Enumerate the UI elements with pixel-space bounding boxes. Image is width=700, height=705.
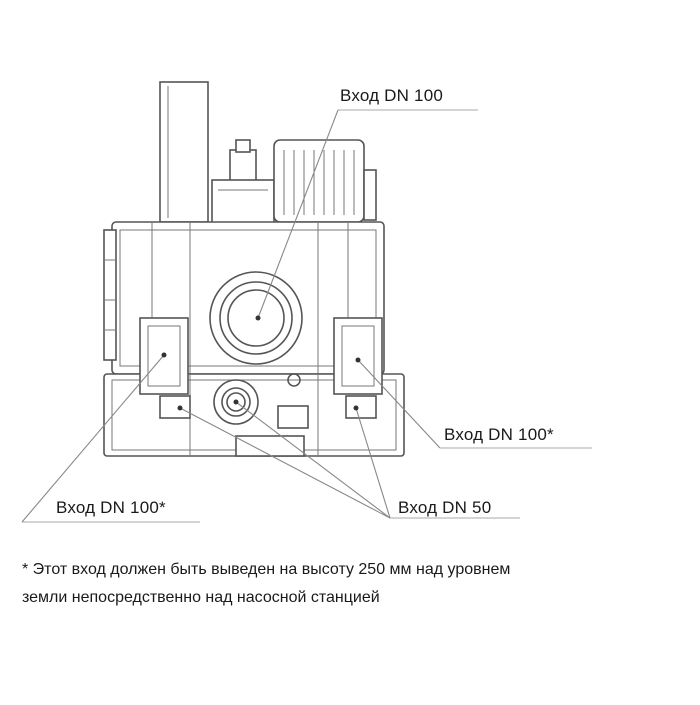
label-inlet-top: Вход DN 100: [340, 86, 444, 105]
lower-side-ports: [159, 395, 377, 419]
label-inlet-right: Вход DN 100*: [444, 425, 554, 444]
right-side-port: [333, 317, 383, 395]
footnote-line-2: земли непосредственно над насосной станц…: [22, 589, 380, 606]
label-inlet-bottom: Вход DN 50: [398, 498, 492, 517]
footnote-line-1: * Этот вход должен быть выведен на высот…: [22, 561, 511, 578]
leader-lines: [21, 109, 592, 523]
ribbed-top-inlet: [273, 139, 377, 223]
small-top-fitting: [211, 139, 275, 225]
vertical-vent-pipe: [159, 81, 209, 223]
label-inlet-left: Вход DN 100*: [56, 498, 166, 517]
